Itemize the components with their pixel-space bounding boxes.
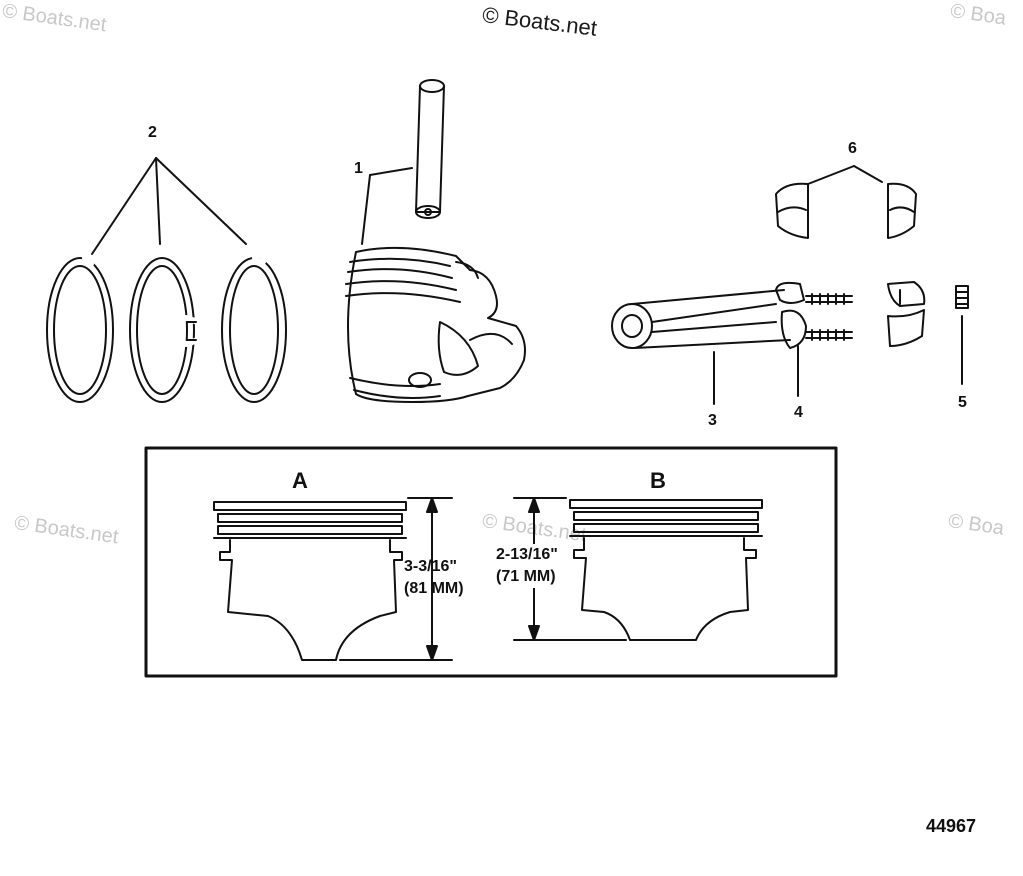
piston-b-profile <box>569 499 763 641</box>
dimension-a-inches: 3-3/16" <box>404 558 457 575</box>
callout-6: 6 <box>848 140 857 157</box>
leader-6a <box>807 165 855 185</box>
piston-ring-2 <box>129 257 201 403</box>
connecting-rod <box>611 281 853 349</box>
piston-pin <box>415 79 445 219</box>
dimension-b-inches: 2-13/16" <box>496 546 558 563</box>
label-b: B <box>650 468 666 493</box>
leader-1b <box>361 174 371 245</box>
detail-box <box>144 446 838 678</box>
dimension-b-mm: (71 MM) <box>496 568 556 585</box>
dimension-b-text: 2-13/16" (71 MM) <box>496 544 558 588</box>
leader-6b <box>853 165 883 183</box>
callout-4: 4 <box>794 404 803 421</box>
rod-nut <box>955 285 969 309</box>
dimension-a-mm: (81 MM) <box>404 580 464 597</box>
rod-cap <box>887 281 926 347</box>
leader-2c <box>155 157 247 245</box>
callout-3: 3 <box>708 412 717 429</box>
leader-2b <box>155 157 161 245</box>
piston-a-profile <box>213 501 407 661</box>
label-a: A <box>292 468 308 493</box>
piston <box>345 246 526 403</box>
figure-number: 44967 <box>926 816 977 836</box>
bearing-half-left <box>775 182 809 239</box>
callout-1: 1 <box>354 160 363 177</box>
leader-2a <box>91 157 157 255</box>
piston-ring-3 <box>221 256 287 403</box>
dimension-a <box>339 497 453 661</box>
callout-5: 5 <box>958 394 967 411</box>
leader-1a <box>369 167 413 176</box>
piston-ring-1 <box>46 256 114 403</box>
bearing-half-right <box>887 182 917 239</box>
callout-2: 2 <box>148 124 157 141</box>
dimension-a-text: 3-3/16" (81 MM) <box>404 556 464 600</box>
